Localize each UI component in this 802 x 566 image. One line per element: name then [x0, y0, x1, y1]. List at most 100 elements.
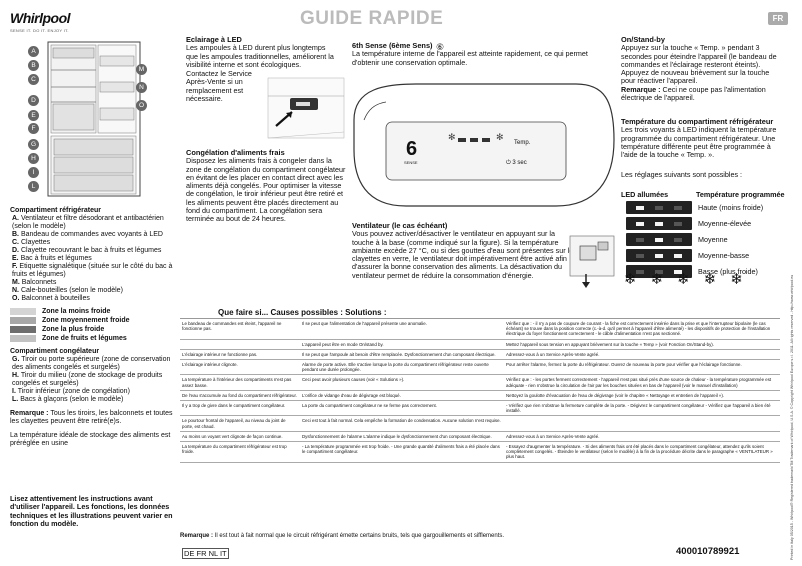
solution-cell: - Essayez d'augmenter la température. - …: [506, 444, 773, 460]
led-setting-row: Moyenne: [626, 232, 796, 247]
legend-item-text: Tiroir du milieu (zone de stockage de pr…: [12, 372, 163, 387]
footer-remark-text: Il est tout à fait normal que le circuit…: [214, 533, 505, 539]
led-lighting-title: Eclairage à LED: [186, 35, 242, 44]
problem-cell: [180, 340, 300, 349]
led-indicator: [674, 237, 683, 242]
fridge-marker-m: M: [136, 64, 147, 75]
legend-remark-label: Remarque :: [10, 410, 49, 417]
fan-switch-illustration: [562, 230, 622, 292]
fridge-legend-item: C. Clayettes: [10, 239, 180, 247]
led-setting-row: Moyenne-élevée: [626, 216, 796, 231]
freezer-legend-title: Compartiment congélateur: [10, 348, 100, 355]
led-indicator: [635, 221, 644, 226]
legend-temp-note: La température idéale de stockage des al…: [10, 432, 171, 447]
legend-item-text: Bandeau de commandes avec voyants à LED: [20, 231, 163, 238]
snowflake-icon: ❄: [703, 271, 717, 288]
settings-intro: Les réglages suivants sont possibles :: [621, 170, 743, 179]
fan-section: Ventilateur (le cas échéant) Vous pouvez…: [352, 221, 578, 280]
cause-cell: Ceci peut avoir plusieurs causes (voir «…: [302, 377, 405, 383]
problem-cell: De l'eau s'accumule au fond du compartim…: [182, 392, 297, 398]
led-table-header-temp: Température programmée: [696, 190, 785, 199]
led-setting-label: Basse (plus froide): [698, 267, 758, 276]
cause-cell: L'orifice de vidange d'eau de dégivrage …: [302, 392, 401, 398]
fridge-marker-c: C: [28, 74, 39, 85]
legend-item-text: Ventilateur et filtre désodorant et anti…: [12, 215, 164, 230]
legend-item-key: I.: [12, 388, 16, 395]
solution-cell: Nettoyez la goulotte d'évacuation de l'e…: [506, 392, 725, 398]
cause-cell: Il se peut que l'ampoule ait besoin d'êt…: [302, 351, 496, 357]
solution-cell: Mettez l'appareil sous tension en appuya…: [506, 341, 714, 347]
troubleshooting-row: Le bandeau de commandes est éteint, l'ap…: [180, 319, 780, 340]
standby-duration: 3 sec: [512, 160, 527, 166]
control-panel-illustration: 6 SENSE ✻ ✻ Temp. ⏻ 3 sec: [346, 80, 618, 210]
fridge-legend-item: F. Etiquette signalétique (située sur le…: [10, 263, 180, 279]
zone-legend-item: Zone la plus froide: [10, 325, 180, 334]
led-indicator: [674, 253, 683, 258]
freezer-icons: ❄ ❄ ❄ ❄ ❄: [624, 272, 743, 287]
language-badge: FR: [768, 12, 788, 25]
fridge-marker-o: O: [136, 100, 147, 111]
led-indicator-box: [626, 201, 692, 214]
problem-cell: Le pourtour frontal de l'appareil, au ni…: [182, 418, 286, 429]
cause-cell: Il se peut que l'alimentation de l'appar…: [302, 321, 427, 326]
problem-cell: L'éclairage intérieur clignote.: [182, 362, 238, 368]
legend-remark-text: Tous les tiroirs, les balconnets et tout…: [10, 410, 173, 425]
led-indicator: [674, 205, 683, 210]
fridge-legend-item: O. Balconnet à bouteilles: [10, 295, 180, 303]
freezing-title: Congélation d'aliments frais: [186, 148, 285, 157]
solution-cell: Vérifiez que : - les portes ferment corr…: [506, 377, 772, 388]
led-lamp-illustration: [266, 76, 346, 140]
problem-cell: La température à l'intérieur des compart…: [182, 377, 292, 388]
legend-remark: Remarque : Tous les tiroirs, les balconn…: [10, 410, 180, 426]
side-legal-note: Printed in Italy 05/2015 - Whirlpool® Re…: [784, 40, 796, 560]
troubleshooting-row: Il y a trop de givre dans le compartimen…: [180, 401, 780, 417]
led-indicator: [654, 253, 663, 258]
brand-tagline: SENSE IT. DO IT. ENJOY IT.: [10, 28, 69, 33]
freezer-legend-item: G. Tiroir ou porte supérieure (zone de c…: [10, 356, 180, 372]
freeze-snowflake-icon: ✻: [448, 132, 456, 142]
legend-item-key: N.: [12, 287, 19, 294]
fan-title: Ventilateur (le cas échéant): [352, 221, 448, 230]
legend-item-key: H.: [12, 372, 19, 379]
led-indicator: [654, 269, 663, 274]
troubleshooting-row: Au moins un voyant vert clignote de faço…: [180, 432, 780, 443]
legend-item-text: Bacs à glaçons (selon le modèle): [20, 396, 124, 403]
led-indicator-box: [626, 217, 692, 230]
brand-logo: Whirlpool SENSE IT. DO IT. ENJOY IT.: [10, 10, 88, 36]
legend-item-key: O.: [12, 295, 20, 302]
solution-cell: - Vérifiez que rien n'obstrue la fermetu…: [506, 403, 771, 414]
fridge-marker-e: E: [28, 110, 39, 121]
on-standby-text: Appuyez sur la touche « Temp. » pendant …: [621, 43, 777, 86]
fridge-legend-item: A. Ventilateur et filtre désodorant et a…: [10, 215, 180, 231]
led-setting-label: Moyenne-élevée: [698, 219, 752, 228]
cause-cell: Ceci est tout à fait normal. Cela empêch…: [302, 418, 501, 424]
on-standby-remark-text: Ceci ne coupe pas l'alimentation électri…: [621, 84, 766, 103]
page-title: GUIDE RAPIDE: [300, 8, 444, 29]
cause-cell: La porte du compartiment congélateur ne …: [302, 403, 437, 409]
fridge-temperature-text: Les trois voyants à LED indiquent la tem…: [621, 125, 777, 160]
problem-cell: Il y a trop de givre dans le compartimen…: [182, 403, 286, 409]
sense-label: SENSE: [404, 160, 418, 165]
led-lighting-section: Eclairage à LED Les ampoules à LED duren…: [186, 35, 336, 69]
zone-legend-item: Zone moyennement froide: [10, 316, 180, 325]
sixth-sense-text: La température interne de l'appareil est…: [352, 49, 588, 67]
legend-item-text: Clayette recouvrant le bac à fruits et l…: [20, 247, 162, 254]
cause-cell: Alarme de porte active. Elle s'active lo…: [302, 362, 489, 373]
freezing-text: Disposez les aliments frais à congeler d…: [186, 156, 346, 224]
fridge-legend-item: M. Balconnets: [10, 279, 180, 287]
standby-button[interactable]: ⏻ 3 sec: [506, 160, 527, 166]
led-indicator: [635, 253, 644, 258]
language-codes: DE FR NL IT: [182, 548, 229, 559]
legend-item-key: F.: [12, 263, 18, 270]
problem-cell: Au moins un voyant vert clignote de faço…: [182, 433, 283, 439]
zone-swatch: [10, 326, 36, 333]
legend-item-text: Tiroir inférieur (zone de congélation): [17, 388, 130, 395]
zone-label: Zone la plus froide: [42, 325, 105, 333]
solution-cell: Vérifiez que : - il n'y a pas de coupure…: [506, 321, 771, 337]
temp-button[interactable]: Temp.: [514, 140, 531, 146]
led-setting-row: Basse (plus froide): [626, 264, 796, 279]
led-indicator: [635, 269, 644, 274]
led-indicator-box: [626, 249, 692, 262]
legend-item-key: M.: [12, 279, 20, 286]
cause-cell: L'appareil peut être en mode On/stand by…: [302, 341, 384, 347]
